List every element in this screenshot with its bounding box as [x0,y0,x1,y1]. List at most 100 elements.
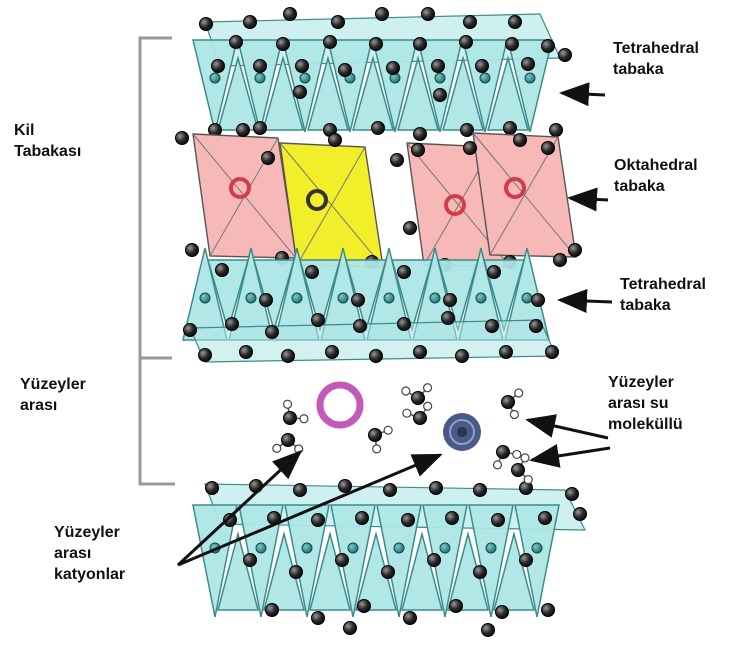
atom [354,320,367,333]
atom [414,346,427,359]
atom [312,314,325,327]
atom [372,122,385,135]
atom [428,554,441,567]
atom [339,64,352,77]
water-molecule [502,389,523,418]
atom [296,60,309,73]
atom [230,36,243,49]
silicon-atom [256,543,266,553]
atom [260,294,273,307]
silicon-atom [525,73,535,83]
atom [306,266,319,279]
water-molecules [273,384,532,484]
atom [284,8,297,21]
kil-bracket [140,38,172,358]
atom [404,222,417,235]
atom [294,86,307,99]
atom [326,346,339,359]
silicon-atom [435,73,445,83]
atom [398,318,411,331]
atom [266,604,279,617]
silicon-atom [210,73,220,83]
atom [262,152,275,165]
water-molecule [273,434,303,453]
atom [476,60,489,73]
silicon-atom [440,543,450,553]
atom [254,122,267,135]
silicon-atom [200,293,210,303]
atom [474,566,487,579]
atom [212,60,225,73]
silicon-atom [522,293,532,303]
atom [514,134,527,147]
atom [542,604,555,617]
atom [500,346,513,359]
atom [294,484,307,497]
atom [184,324,197,337]
atom [456,350,469,363]
silicon-atom [255,73,265,83]
atom [488,266,501,279]
atom [450,600,463,613]
silicon-atom [476,293,486,303]
atom [336,554,349,567]
atom [539,512,552,525]
silicon-atom [338,293,348,303]
atom [461,124,474,137]
atom [277,38,290,51]
atom [387,62,400,75]
atom [200,18,213,31]
atom [244,16,257,29]
atom [444,294,457,307]
atom [412,144,425,157]
atom [482,624,495,637]
atom [569,244,582,257]
silicon-atom [430,293,440,303]
arrow-water-2 [532,448,610,460]
atom [464,16,477,29]
tetrahedral-sheet-lower-layer [193,480,587,637]
silicon-atom [486,543,496,553]
atom [226,318,239,331]
atom [430,482,443,495]
atom [509,16,522,29]
atom [358,600,371,613]
atom [474,484,487,497]
water-molecule [284,400,308,424]
silicon-atom [302,543,312,553]
silicon-atom [532,543,542,553]
atom [290,566,303,579]
atom [376,8,389,21]
atom [464,142,477,155]
atom [206,482,219,495]
arrow-tetrahedral-bottom [560,300,612,302]
atom [339,480,352,493]
atom [244,554,257,567]
atom [312,612,325,625]
atom [486,320,499,333]
atom [574,508,587,521]
atom [356,512,369,525]
atom [530,320,543,333]
atom [370,38,383,51]
atom [384,484,397,497]
arrow-oktahedral [570,198,608,200]
octahedron-pink [473,133,576,257]
interlayer-cation-blue [443,413,481,451]
atom [520,554,533,567]
silicon-atom [348,543,358,553]
atom [402,514,415,527]
atom [554,254,567,267]
octahedron-yellow [280,143,383,267]
atom [237,124,250,137]
atom [240,346,253,359]
atom [216,264,229,277]
atom [332,16,345,29]
atom [391,154,404,167]
atom [370,350,383,363]
silicon-atom [246,293,256,303]
